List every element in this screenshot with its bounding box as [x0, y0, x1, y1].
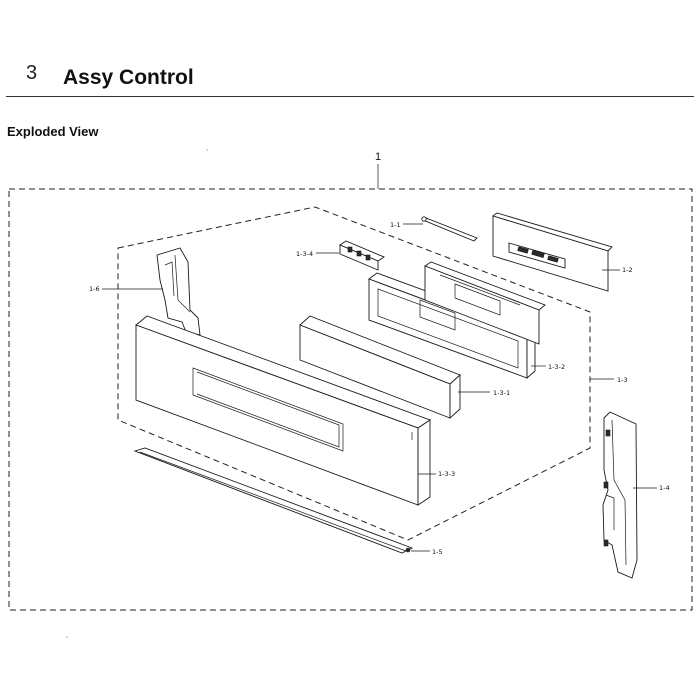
callout-1-3-1: 1-3-1 [493, 389, 510, 397]
callout-1-3-4: 1-3-4 [296, 250, 313, 258]
scan-speck [206, 149, 208, 151]
section-number: 3 [26, 62, 38, 84]
callout-1-4: 1-4 [659, 484, 670, 492]
callout-1-3-2: 1-3-2 [548, 363, 565, 371]
part-connector [339, 240, 385, 271]
callout-1-5: 1-5 [432, 548, 443, 556]
part-rod [421, 216, 478, 242]
subassembly-boundary [117, 206, 591, 541]
callout-1-3: 1-3 [617, 376, 628, 384]
scan-speck [66, 636, 68, 638]
callout-assembly: 1 [375, 151, 381, 163]
callout-1-6: 1-6 [89, 285, 100, 293]
part-pcb-board [424, 261, 546, 345]
part-control-panel [135, 315, 431, 506]
part-overlay-glass [299, 315, 461, 420]
header-divider [6, 96, 694, 97]
exploded-view-heading: Exploded View [7, 124, 99, 139]
part-end-bracket-right [602, 411, 638, 579]
callout-1-1: 1-1 [390, 221, 401, 229]
assembly-boundary [8, 188, 693, 611]
part-rear-cover [492, 212, 613, 292]
part-trim-strip [133, 447, 414, 554]
section-title: Assy Control [63, 66, 194, 89]
callout-1-2: 1-2 [622, 266, 633, 274]
callout-1-3-3: 1-3-3 [438, 470, 455, 478]
